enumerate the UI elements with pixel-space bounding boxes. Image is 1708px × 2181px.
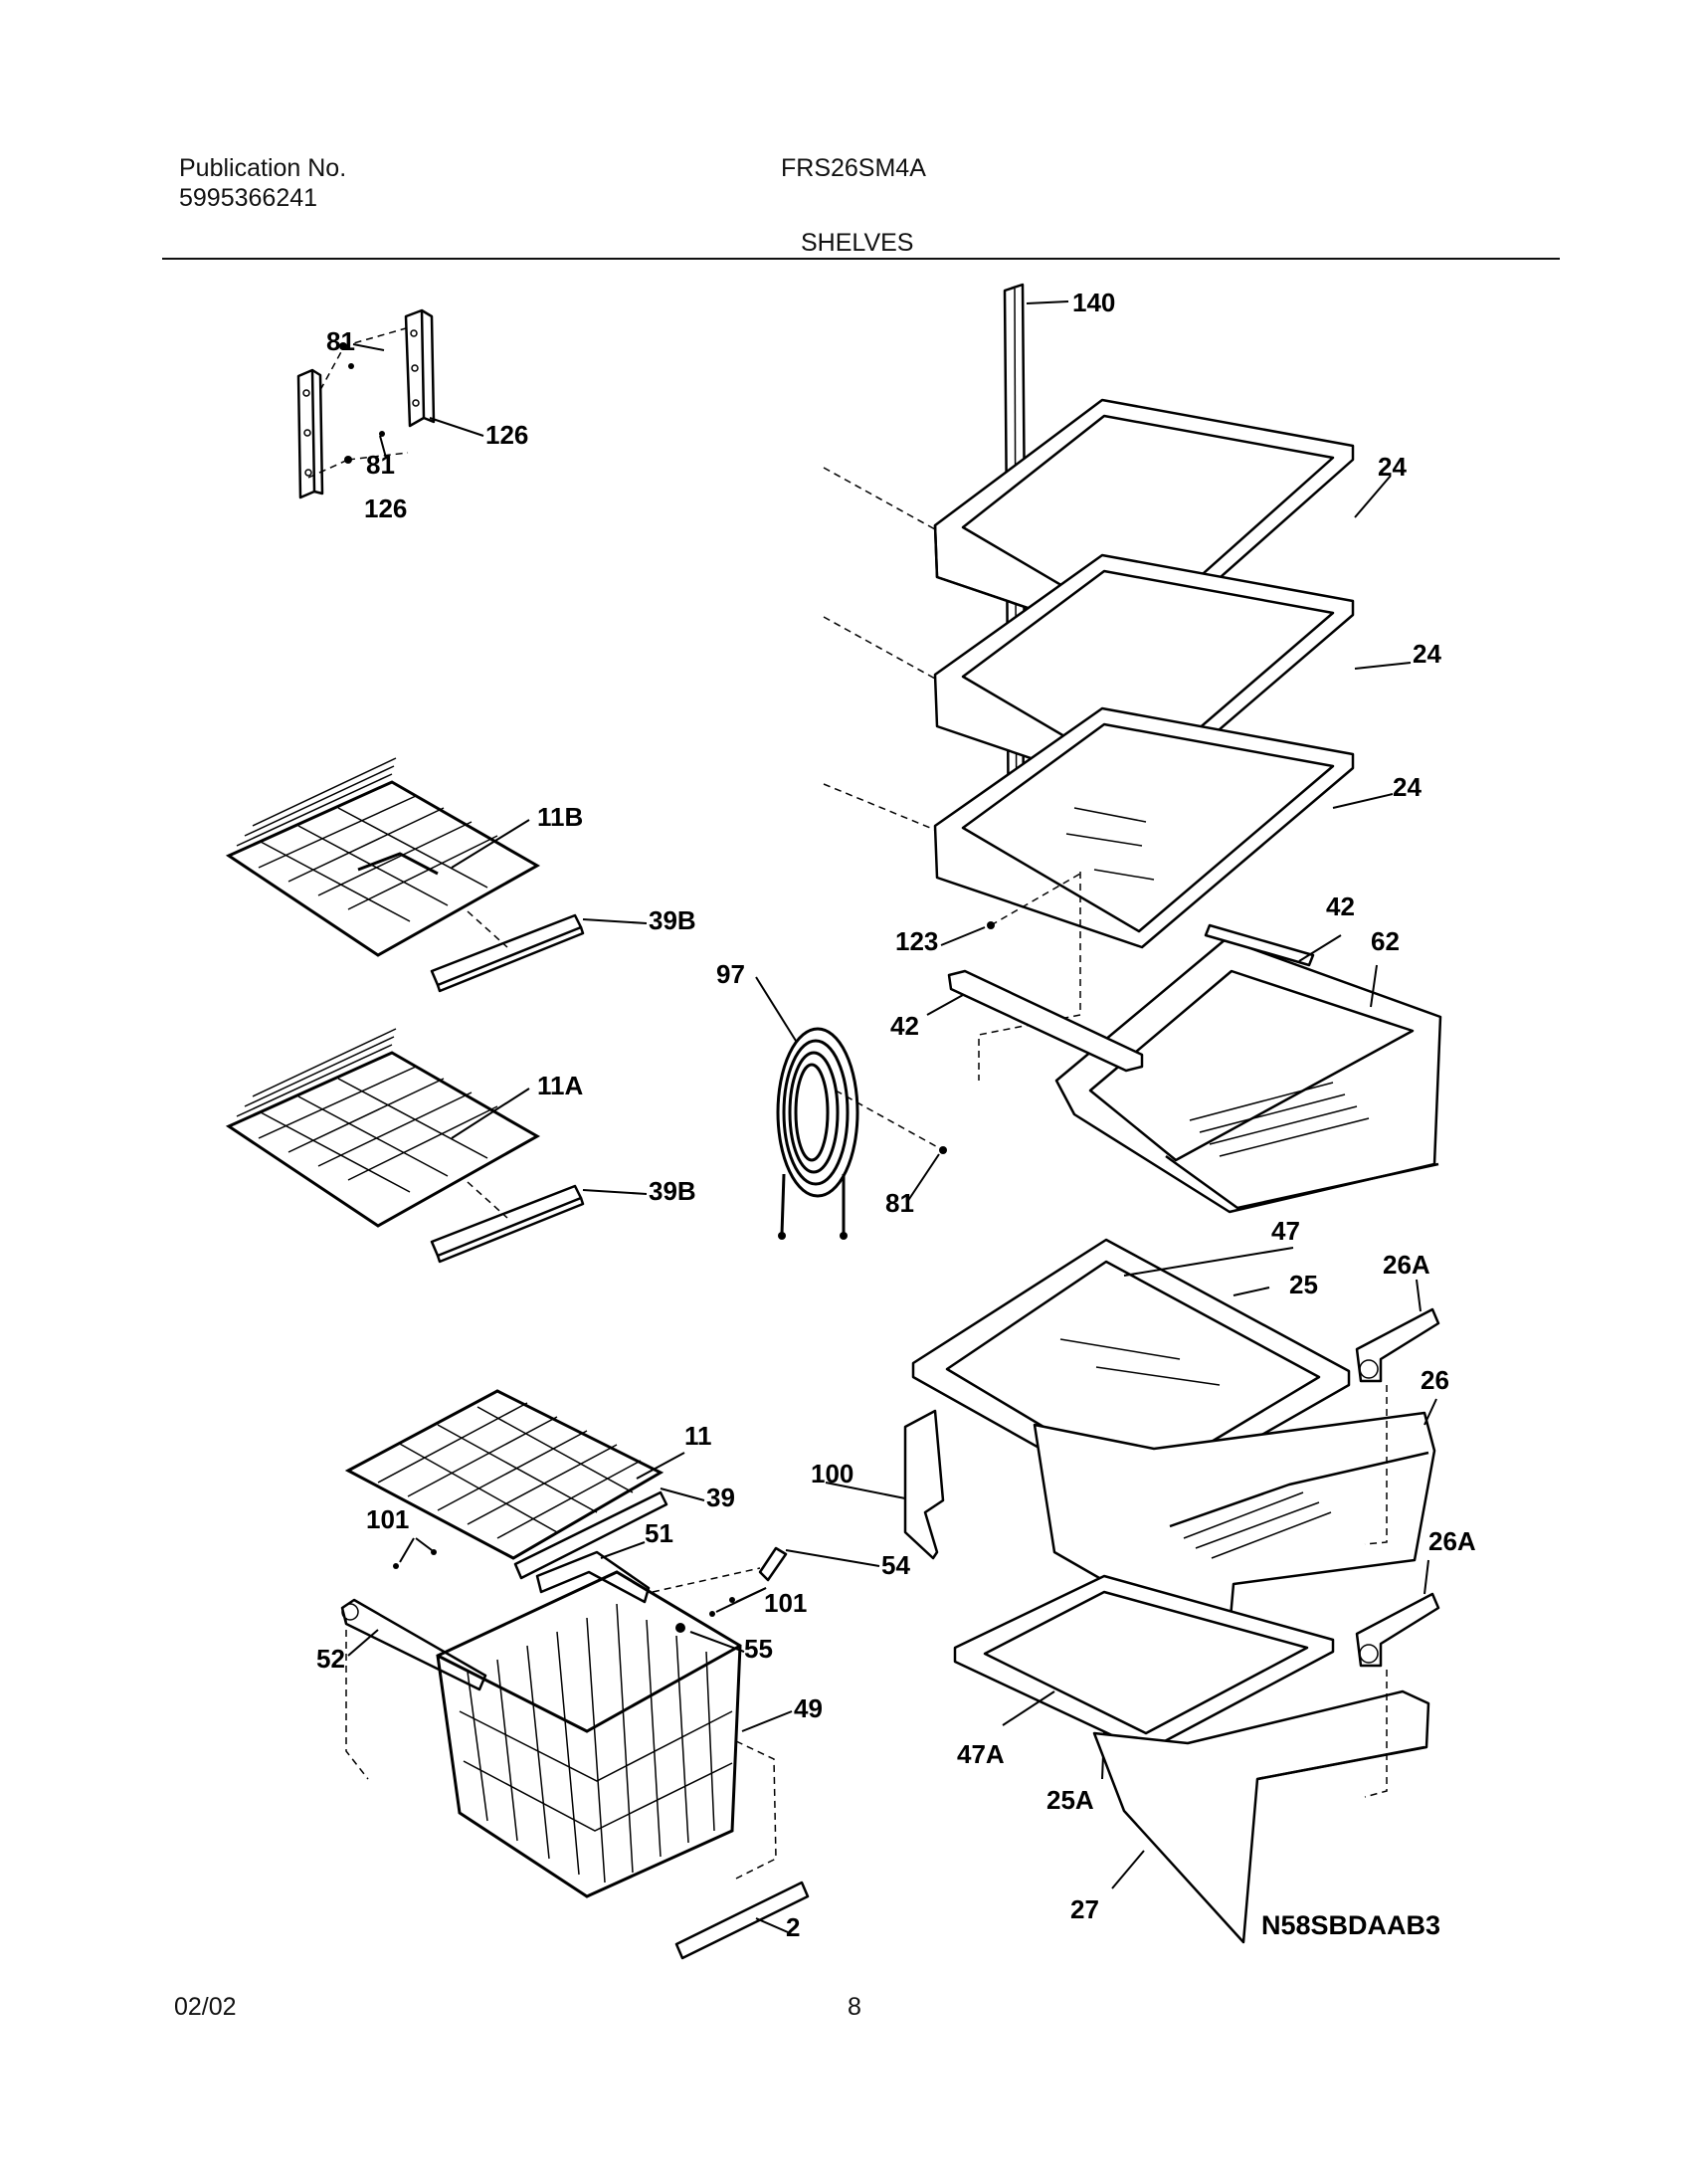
shelf-trim-39 — [513, 1487, 705, 1580]
callout-49: 49 — [794, 1693, 823, 1723]
callout-123: 123 — [895, 926, 938, 956]
callout-81-heater: 81 — [885, 1188, 914, 1218]
pan-cover-25A — [953, 1574, 1335, 1780]
callout-126-left: 126 — [364, 494, 407, 523]
callout-52: 52 — [316, 1644, 345, 1674]
stud-54 — [758, 1546, 788, 1582]
callout-55: 55 — [744, 1634, 773, 1664]
wire-shelf-11 — [344, 1389, 685, 1560]
freezer-basket-49 — [345, 1570, 793, 1898]
callout-11: 11 — [684, 1421, 712, 1451]
callout-97: 97 — [716, 959, 745, 989]
callout-47A: 47A — [957, 1739, 1005, 1769]
shelf-trim-39B-upper — [430, 910, 648, 993]
callout-100: 100 — [811, 1459, 854, 1488]
callout-26: 26 — [1421, 1365, 1449, 1395]
callout-26A-lower: 26A — [1428, 1526, 1476, 1556]
shelf-bracket-group — [296, 308, 484, 499]
callout-11B: 11B — [537, 802, 583, 832]
shelf-bracket-right — [404, 308, 426, 428]
crisper-pan-62 — [1054, 937, 1442, 1214]
freezer-pan-27 — [1092, 1689, 1430, 1944]
publication-number: 5995366241 — [179, 184, 318, 212]
callout-42-right: 42 — [1326, 892, 1355, 921]
callout-101-left: 101 — [366, 1504, 409, 1534]
wire-shelf-11B — [225, 757, 541, 957]
shelf-bracket-right-edge — [421, 308, 436, 424]
pan-support-26A-upper — [1355, 1279, 1440, 1545]
shelf-bracket-left — [296, 368, 316, 499]
callout-26A-upper: 26A — [1383, 1250, 1430, 1280]
pan-support-26A-lower — [1355, 1559, 1440, 1798]
callout-25A: 25A — [1046, 1785, 1094, 1815]
diagram-code: N58SBDAAB3 — [1261, 1910, 1440, 1940]
shelf-trim-39B-lower — [430, 1181, 648, 1264]
divider-100 — [825, 1409, 945, 1560]
cover-support-42 — [926, 923, 1342, 1073]
glass-shelf-24-bottom — [823, 706, 1394, 949]
screws-101-and-stud-54-55 — [393, 1537, 880, 1653]
callout-39B-upper: 39B — [649, 905, 696, 935]
callout-62: 62 — [1371, 926, 1400, 956]
callout-39B-lower: 39B — [649, 1176, 696, 1206]
callout-11A: 11A — [537, 1071, 583, 1100]
callout-54: 54 — [881, 1550, 910, 1580]
callout-140: 140 — [1072, 288, 1115, 317]
section-title: SHELVES — [801, 229, 914, 257]
heater-coil-97 — [755, 976, 947, 1240]
callout-24-bottom: 24 — [1393, 772, 1422, 802]
callout-39: 39 — [706, 1483, 735, 1512]
wire-shelf-11A — [225, 1028, 541, 1228]
header-rule — [162, 258, 1560, 260]
callout-27: 27 — [1070, 1894, 1099, 1924]
callout-42-left: 42 — [890, 1011, 919, 1041]
basket-trim-2 — [674, 1881, 810, 1960]
callout-101-right: 101 — [764, 1588, 807, 1618]
glass-shelf-24-middle — [823, 553, 1412, 798]
callout-126-right: 126 — [485, 420, 528, 450]
footer-date: 02/02 — [174, 1993, 237, 2021]
callout-24-middle: 24 — [1413, 639, 1441, 669]
nut-55 — [675, 1623, 685, 1633]
callout-81-lower: 81 — [366, 450, 395, 480]
callout-25: 25 — [1289, 1270, 1318, 1299]
callout-24-top: 24 — [1378, 452, 1407, 482]
shelf-bracket-left-edge — [311, 368, 324, 496]
callout-47: 47 — [1271, 1216, 1300, 1246]
model-number: FRS26SM4A — [781, 154, 926, 182]
callout-81-upper: 81 — [326, 326, 355, 356]
page-number: 8 — [848, 1993, 861, 2021]
publication-label: Publication No. — [179, 154, 347, 182]
callout-51: 51 — [645, 1518, 673, 1548]
callout-2: 2 — [786, 1912, 800, 1942]
